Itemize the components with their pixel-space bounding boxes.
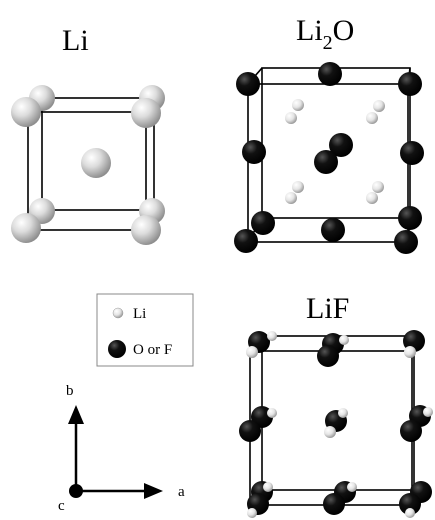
legend-anion-label: O or F [133, 342, 172, 358]
legend: Li O or F [96, 293, 194, 367]
li-atom [347, 482, 357, 492]
li-atom [267, 331, 277, 341]
li-atom [338, 408, 348, 418]
o-atom [234, 229, 258, 253]
o-atom [400, 141, 424, 165]
li2o-panel: Li2O [234, 14, 424, 254]
li-atom [263, 482, 273, 492]
lif-li-atoms [246, 331, 433, 518]
f-atom [317, 345, 339, 367]
o-atom [314, 150, 338, 174]
li-atom-front-bottom-left [11, 213, 41, 243]
li2o-li-atoms [285, 99, 385, 204]
li-atom [366, 192, 378, 204]
li-atom [339, 335, 349, 345]
b-axis-arrowhead [68, 405, 84, 424]
lif-panel-title: LiF [306, 292, 349, 325]
o-atom [318, 62, 342, 86]
c-axis-label: c [58, 498, 65, 514]
legend-li-label: Li [133, 306, 146, 322]
li-atom-front-top-left [11, 97, 41, 127]
f-atom [399, 493, 421, 515]
li-atom-front-bottom-right [131, 215, 161, 245]
li-atom [267, 408, 277, 418]
legend-li-marker [112, 307, 124, 319]
o-atom [242, 140, 266, 164]
f-atom [400, 420, 422, 442]
o-atom [236, 72, 260, 96]
f-atom [323, 493, 345, 515]
o-atom [398, 206, 422, 230]
li-atoms [11, 85, 165, 245]
li-atom-front-top-right [131, 98, 161, 128]
o-atom [329, 133, 353, 157]
li2o-o-atoms [234, 62, 424, 254]
b-axis-label: b [66, 383, 74, 399]
li-atom [324, 426, 336, 438]
li-atom [292, 99, 304, 111]
o-atom [251, 211, 275, 235]
o-atom [321, 218, 345, 242]
c-axis-dot [69, 484, 83, 498]
li-atom [423, 407, 433, 417]
li-bcc-panel: Li [11, 24, 165, 245]
legend-anion-marker [108, 340, 126, 358]
li-atom-body-center [81, 148, 111, 178]
li-atom [247, 508, 257, 518]
li-atom [405, 508, 415, 518]
li2o-panel-title: Li2O [296, 14, 354, 54]
li-atom [404, 346, 416, 358]
li-atom [292, 181, 304, 193]
li-atom [246, 346, 258, 358]
li-atom [373, 100, 385, 112]
li-atom [285, 192, 297, 204]
li-panel-title: Li [62, 24, 89, 57]
li-cell-back-face [41, 97, 155, 211]
o-atom [394, 230, 418, 254]
li-atom [285, 112, 297, 124]
li-atom [366, 112, 378, 124]
lif-panel: LiF [239, 292, 433, 518]
a-axis-label: a [178, 484, 185, 500]
li-cell-front-face [27, 111, 147, 231]
axes-indicator: b a c [58, 383, 185, 514]
o-atom [398, 72, 422, 96]
f-atom [239, 420, 261, 442]
li-atom [372, 181, 384, 193]
a-axis-arrowhead [144, 483, 163, 499]
